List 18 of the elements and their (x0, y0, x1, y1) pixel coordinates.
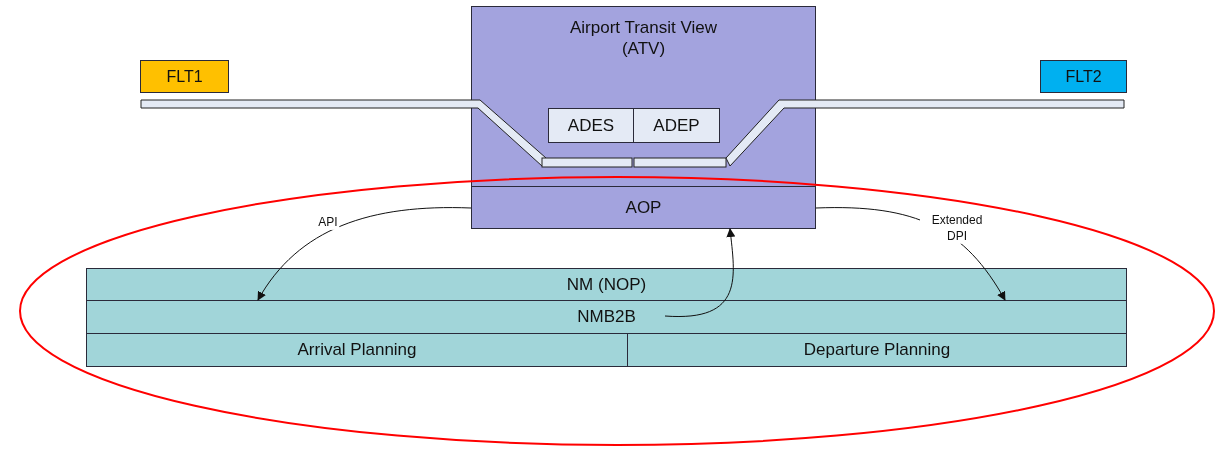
node-label: Airport Transit View (ATV) (568, 17, 719, 60)
node-label: NM (NOP) (566, 274, 647, 296)
arrow (257, 207, 472, 301)
arrow (664, 228, 736, 317)
node-label: Arrival Planning (297, 339, 417, 361)
node-label: Departure Planning (803, 339, 951, 361)
node-label: ADEP (653, 114, 700, 137)
system-band (86, 268, 1127, 367)
system-box (471, 6, 816, 229)
node-label: NMB2B (577, 306, 636, 328)
node-label: FLT2 (1065, 66, 1102, 87)
node-label: AOP (625, 196, 662, 219)
flight-tag (1040, 60, 1127, 93)
field-box (548, 108, 634, 143)
flight-tag (140, 60, 229, 93)
node-label: ADES (567, 114, 615, 137)
node-label: FLT1 (166, 66, 203, 87)
field-box (633, 108, 720, 143)
